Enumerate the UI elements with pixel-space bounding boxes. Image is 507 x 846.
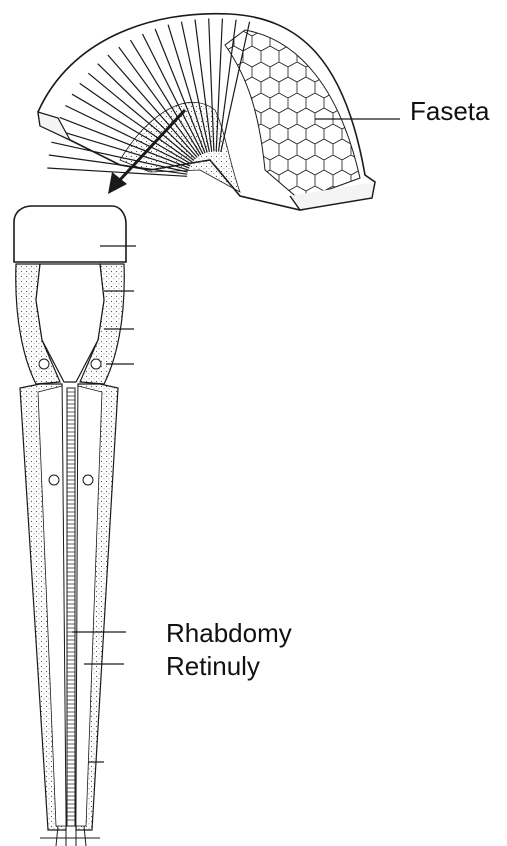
corneal-lens [14, 206, 126, 262]
retinula-nucleus-right [83, 475, 93, 485]
ommatidium [14, 206, 126, 846]
retinula-nucleus-left [49, 475, 59, 485]
nucleus-right [91, 359, 101, 369]
compound-eye-dome [38, 14, 375, 210]
nucleus-left [39, 359, 49, 369]
label-faseta: Faseta [410, 96, 490, 127]
label-retinuly: Retinuly [166, 651, 260, 682]
label-rhabdomy: Rhabdomy [166, 618, 292, 649]
